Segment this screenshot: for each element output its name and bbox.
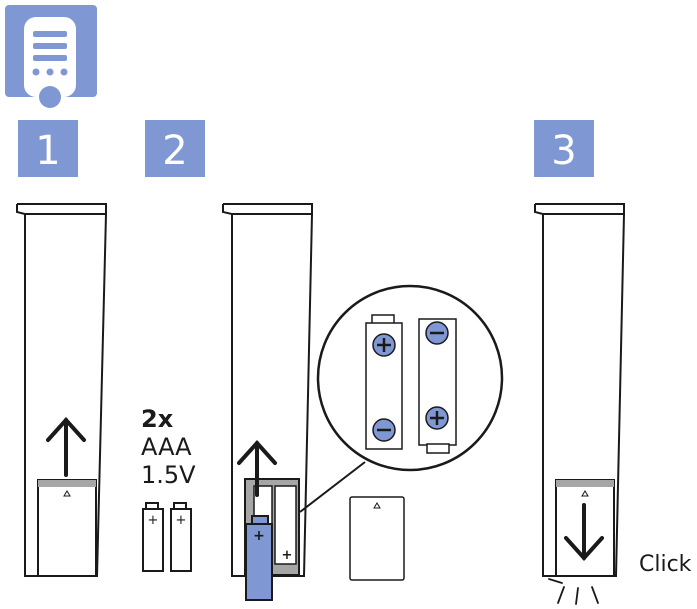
arrow-up-icon bbox=[46, 417, 86, 477]
battery-voltage: 1.5V bbox=[141, 461, 196, 489]
plus-sign: + bbox=[282, 548, 293, 563]
plus-sign: + bbox=[253, 528, 265, 544]
step-badge-1: 1 bbox=[18, 120, 78, 177]
step-badge-3: 3 bbox=[534, 120, 594, 177]
click-label: Click bbox=[639, 552, 692, 577]
battery-type: AAA bbox=[141, 433, 192, 461]
battery-count: 2x bbox=[141, 405, 174, 433]
step-number: 1 bbox=[35, 128, 60, 174]
step-badge-2: 2 bbox=[145, 120, 205, 177]
aaa-battery-icon: + bbox=[170, 502, 192, 572]
step-number: 2 bbox=[162, 128, 187, 174]
remote-step-1 bbox=[16, 203, 108, 577]
polarity-detail-magnifier bbox=[316, 284, 504, 472]
callout-line bbox=[299, 461, 366, 513]
remote-control-icon bbox=[5, 5, 97, 108]
arrow-up-icon bbox=[237, 440, 277, 497]
click-sound-lines bbox=[548, 578, 599, 605]
battery-cover-step-1 bbox=[37, 479, 97, 577]
removed-battery-cover bbox=[349, 496, 405, 581]
step-number: 3 bbox=[551, 128, 576, 174]
aaa-battery-icon: + bbox=[142, 502, 164, 572]
svg-text:+: + bbox=[148, 513, 159, 528]
svg-text:+: + bbox=[176, 513, 187, 528]
remote-step-2 bbox=[222, 203, 314, 577]
remote-step-3 bbox=[534, 203, 626, 577]
arrow-down-icon bbox=[564, 503, 604, 561]
battery-inserting: + bbox=[245, 515, 273, 601]
